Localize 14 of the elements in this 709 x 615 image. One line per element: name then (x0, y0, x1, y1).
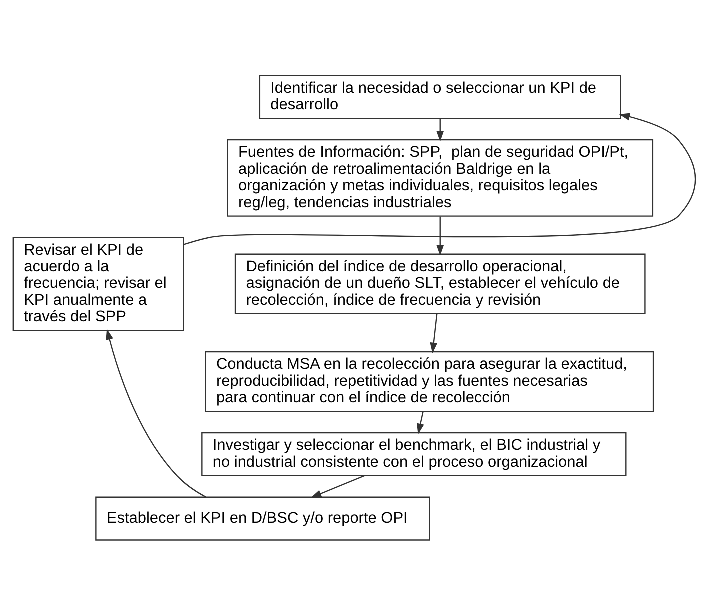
node-box: Investigar y seleccionar el benchmark, el BIC industrial y no industrial consistente con el proceso organizacional (202, 432, 627, 476)
arrow (430, 313, 438, 354)
node-box: Definición del índice de desarrollo operacional, asignación de un dueño SLT, establecer el vehículo de recolección, índice de frecuencia y revisión (234, 253, 646, 314)
node-box: Conducta MSA en la recolección para asegurar la exactitud, reproducibilidad, repetitividad y las fuentes necesarias para continuar con el índice de recolección (205, 350, 654, 412)
node-box: Identificar la necesidad o seleccionar un KPI de desarrollo (259, 74, 622, 119)
arrow (436, 216, 444, 256)
node-box: Establecer el KPI en D/BSC y/o reporte OPI (96, 496, 430, 540)
node-box: Fuentes de Información: SPP, plan de seguridad OPI/Pt, aplicación de retroalimentación Baldrige en la organización y metas individuales, requisitos legales reg/leg, tendencias industriales (227, 138, 654, 216)
node-box: Revisar el KPI de acuerdo a la frecuencia; revisar el KPI anualmente a través del SPP (12, 236, 184, 331)
arrow (436, 118, 444, 142)
arrow (184, 112, 696, 245)
arrow (416, 411, 424, 434)
arrow (310, 474, 365, 498)
arrow (106, 328, 206, 498)
